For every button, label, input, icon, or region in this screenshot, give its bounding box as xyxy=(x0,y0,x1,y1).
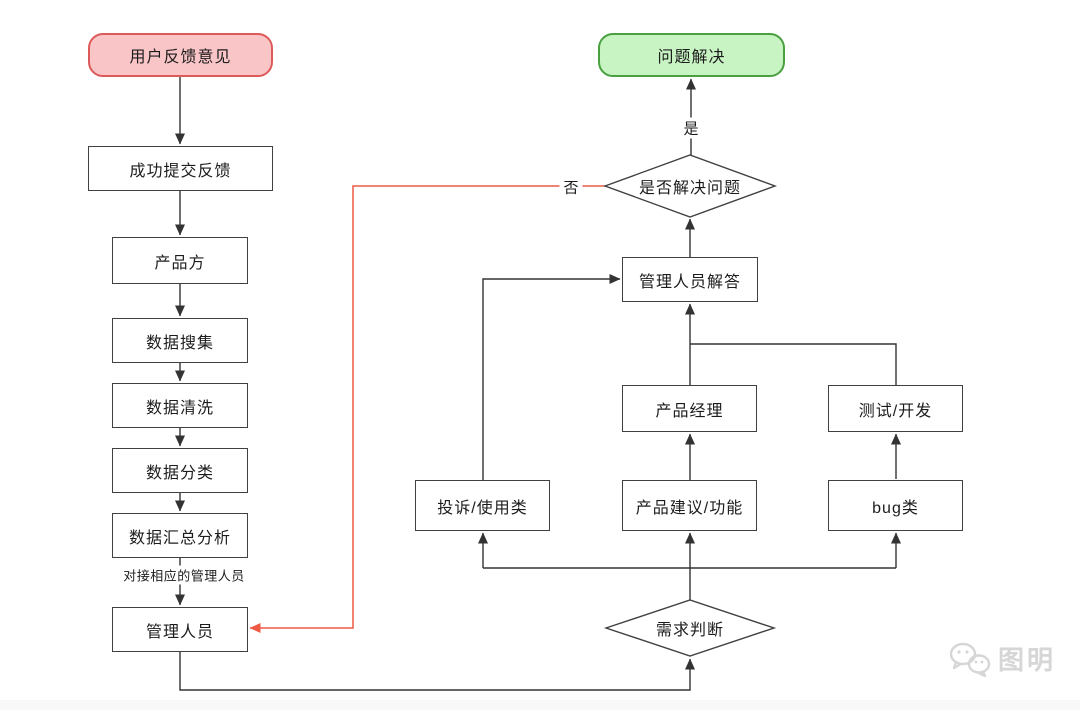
node-data-collect: 数据搜集 xyxy=(112,318,248,363)
node-data-summary: 数据汇总分析 xyxy=(112,513,248,558)
edge-label-assign-manager: 对接相应的管理人员 xyxy=(119,565,249,585)
watermark: 图明 xyxy=(948,640,1056,677)
node-manager: 管理人员 xyxy=(112,607,248,652)
node-test-dev: 测试/开发 xyxy=(828,385,963,432)
node-complaint-usage: 投诉/使用类 xyxy=(415,480,550,531)
node-user-feedback: 用户反馈意见 xyxy=(88,33,273,77)
node-bug-type: bug类 xyxy=(828,480,963,531)
edge-test-dev-merge xyxy=(690,343,897,385)
edge-label-no: 否 xyxy=(559,176,583,198)
demand-decision-shape xyxy=(603,599,777,657)
node-solved-decision: 是否解决问题 xyxy=(638,180,741,197)
edge-no-loop-to-manager xyxy=(249,185,605,633)
edge-complaint-to-manager-answer xyxy=(482,274,621,480)
wechat-icon xyxy=(949,642,991,677)
watermark-brand: 图明 xyxy=(997,645,1056,675)
node-manager-answer: 管理人员解答 xyxy=(622,257,758,302)
edge-manager-to-demand-decision xyxy=(179,652,695,691)
node-data-classify: 数据分类 xyxy=(112,448,248,493)
node-product-side: 产品方 xyxy=(112,237,248,284)
node-demand-decision: 需求判断 xyxy=(655,622,724,639)
node-problem-solved: 问题解决 xyxy=(598,33,785,77)
node-product-manager: 产品经理 xyxy=(622,385,757,432)
edge-label-yes: 是 xyxy=(679,117,703,139)
node-data-clean: 数据清洗 xyxy=(112,383,248,428)
footer-strip xyxy=(0,700,1080,710)
node-submit-success: 成功提交反馈 xyxy=(88,146,273,191)
solved-decision-shape xyxy=(602,154,778,218)
node-product-suggestion: 产品建议/功能 xyxy=(622,480,757,531)
